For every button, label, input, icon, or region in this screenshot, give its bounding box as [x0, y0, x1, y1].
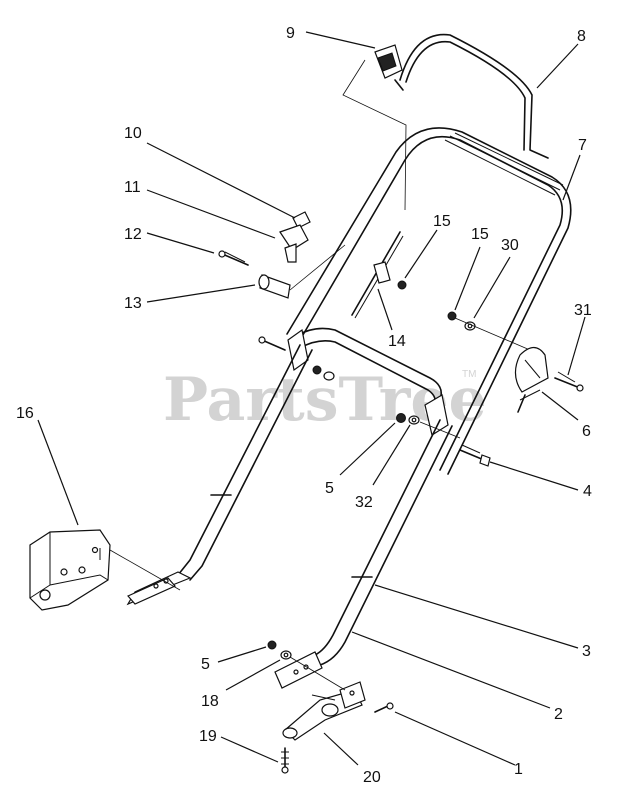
upper-handle [286, 127, 572, 475]
nuts-middle [258, 336, 461, 439]
callout-16: 16 [16, 405, 34, 422]
mounting-bracket [29, 529, 181, 611]
callout-18: 18 [201, 693, 219, 710]
handle-knob [279, 211, 311, 263]
callout-6: 6 [582, 423, 591, 440]
callout-19: 19 [199, 728, 217, 745]
callout-5-middle: 5 [325, 480, 334, 497]
switch-box [342, 44, 407, 211]
callout-15-upper: 15 [433, 213, 451, 230]
callout-15-right: 15 [471, 226, 489, 243]
callout-10: 10 [124, 125, 142, 142]
lower-bracket [267, 640, 394, 774]
callout-2: 2 [554, 706, 563, 723]
callout-20: 20 [363, 769, 381, 786]
leader-lines [37, 31, 586, 766]
callout-31: 31 [574, 302, 592, 319]
callout-3: 3 [582, 643, 591, 660]
callout-7: 7 [578, 137, 587, 154]
callout-labels: 9 8 7 10 11 12 13 14 15 15 30 31 6 4 5 3… [16, 25, 592, 786]
bolt-4 [459, 444, 491, 467]
callout-12: 12 [124, 226, 142, 243]
cable-clip [514, 346, 584, 413]
callout-8: 8 [577, 28, 586, 45]
lower-handle [126, 344, 453, 689]
callout-14: 14 [388, 333, 406, 350]
callout-5-lower: 5 [201, 656, 210, 673]
control-bail [394, 33, 549, 159]
callout-11: 11 [124, 179, 141, 196]
callout-1: 1 [514, 761, 523, 778]
callout-32: 32 [355, 494, 373, 511]
clamp-assembly [218, 244, 346, 299]
nut-washer-right [447, 311, 531, 351]
cable-guide [351, 231, 407, 319]
callout-13: 13 [124, 295, 142, 312]
watermark-tm: TM [462, 369, 476, 380]
callout-4: 4 [583, 483, 592, 500]
callout-9: 9 [286, 25, 295, 42]
callout-30: 30 [501, 237, 519, 254]
